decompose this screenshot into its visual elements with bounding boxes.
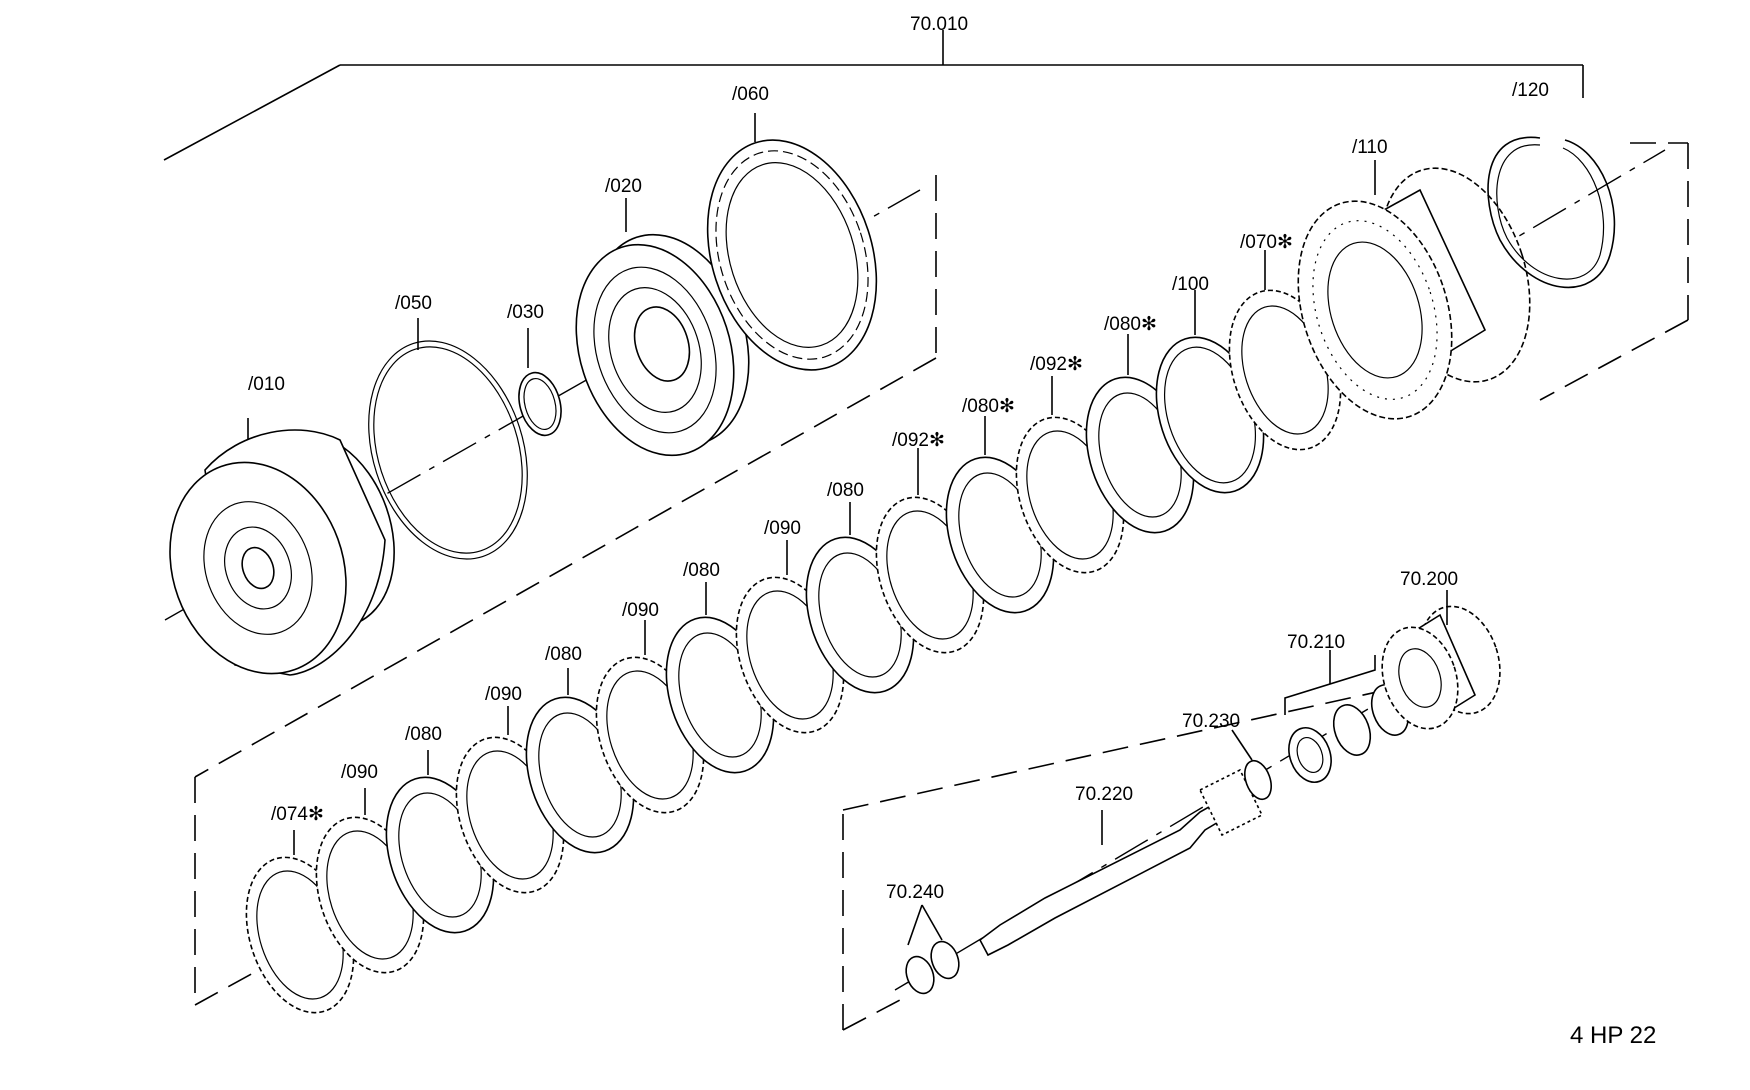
label-080-c: /080	[683, 560, 720, 581]
label-080-b: /080	[545, 644, 582, 665]
shaft-group-outline	[842, 687, 1396, 1031]
label-110: /110	[1352, 137, 1388, 158]
shaft-axis-line	[894, 689, 1401, 991]
label-080-f: /080✻	[1104, 314, 1157, 335]
small-o-ring-part: /030	[507, 302, 562, 437]
label-080-e: /080✻	[962, 396, 1015, 417]
model-designation: 4 HP 22	[1570, 1022, 1656, 1049]
label-070: /070✻	[1240, 232, 1293, 253]
piston-part: /020	[575, 176, 750, 457]
label-70-220: 70.220	[1075, 784, 1133, 805]
label-70-240: 70.240	[886, 882, 944, 903]
assembly-bracket: 70.010	[163, 14, 1584, 161]
large-o-ring-part: /050	[368, 293, 528, 560]
assembly-label: 70.010	[910, 14, 968, 35]
label-020: /020	[605, 176, 642, 197]
label-090-b: /090	[485, 684, 522, 705]
label-090-d: /090	[764, 518, 801, 539]
label-120: /120	[1512, 80, 1549, 101]
clutch-labels: /074✻ /090 /080 /090 /080 /090 /080 /090…	[271, 232, 1293, 855]
input-shaft-part: 70.240 70.220 70.230 70.210 70.200	[886, 569, 1501, 995]
label-092-b: /092✻	[1030, 354, 1083, 375]
label-080-d: /080	[827, 480, 864, 501]
label-090-a: /090	[341, 762, 378, 783]
label-080-a: /080	[405, 724, 442, 745]
label-70-200: 70.200	[1400, 569, 1458, 590]
label-092-a: /092✻	[892, 430, 945, 451]
piston-housing-part: /010	[169, 374, 395, 676]
label-050: /050	[395, 293, 432, 314]
snap-ring-part: /120	[1487, 80, 1616, 289]
label-074: /074✻	[271, 804, 324, 825]
label-70-210: 70.210	[1287, 632, 1345, 653]
label-090-c: /090	[622, 600, 659, 621]
label-030: /030	[507, 302, 544, 323]
label-010: /010	[248, 374, 285, 395]
label-70-230: 70.230	[1182, 711, 1240, 732]
label-060: /060	[732, 84, 769, 105]
clutch-disc-stack	[245, 289, 1342, 1014]
disc-spring-part: /060	[706, 84, 878, 371]
label-100: /100	[1172, 274, 1209, 295]
